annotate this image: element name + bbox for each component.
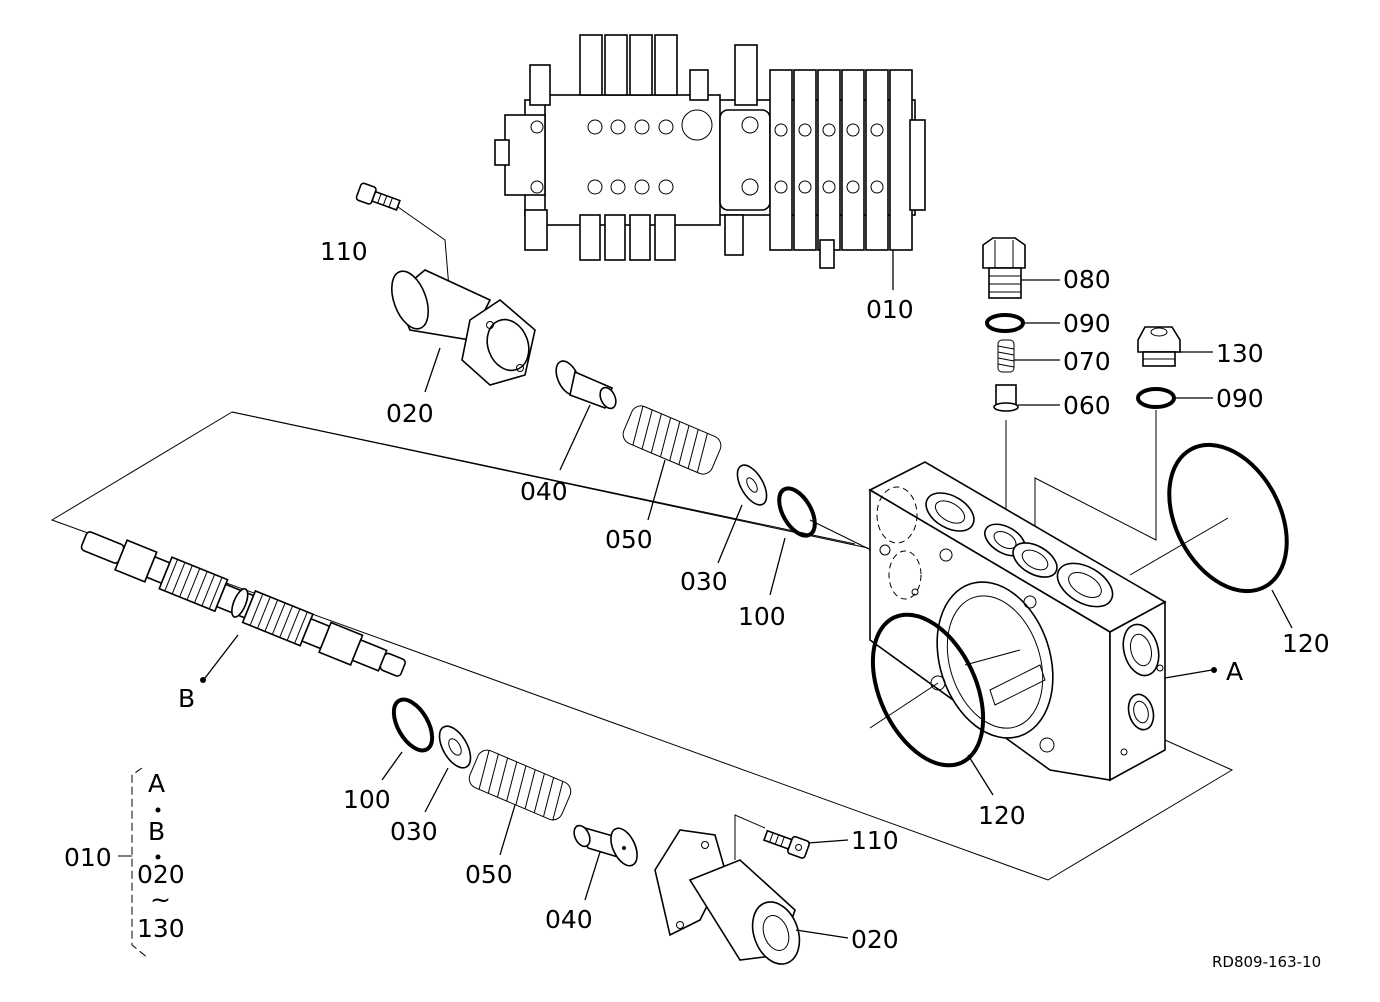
part-120-oring-front — [870, 612, 986, 768]
part-030-washer-top — [736, 464, 768, 506]
drawing-code: RD809-163-10 — [1212, 953, 1321, 971]
part-130-plug — [1137, 326, 1181, 367]
part-070-spring — [997, 339, 1015, 373]
part-020-cover-bottom — [654, 829, 801, 965]
label-100-top: 100 — [738, 602, 786, 631]
part-050-spring-bottom — [468, 749, 572, 821]
label-030-bottom: 030 — [390, 817, 438, 846]
legend-tilde: ~ — [150, 885, 171, 914]
label-080: 080 — [1063, 265, 1111, 294]
spool-assembly — [80, 531, 406, 677]
label-130: 130 — [1216, 339, 1264, 368]
label-100-bottom: 100 — [343, 785, 391, 814]
part-030-washer-bottom — [438, 725, 472, 769]
label-110-bottom: 110 — [851, 826, 899, 855]
part-080-plug — [982, 237, 1026, 299]
label-020-bottom: 020 — [851, 925, 899, 954]
assembly-legend: 010 A B 020 ~ 130 — [64, 767, 185, 959]
label-070: 070 — [1063, 347, 1111, 376]
label-020-top: 020 — [386, 399, 434, 428]
part-060-poppet — [993, 384, 1019, 412]
legend-line1: A — [148, 769, 165, 798]
part-090-oring-a — [985, 313, 1025, 333]
part-040-piston-top — [555, 360, 617, 410]
ref-b-dot — [200, 677, 206, 683]
part-120-oring-right — [1167, 442, 1289, 594]
part-050-spring-top — [622, 405, 722, 475]
part-100-oring-bottom — [391, 697, 435, 753]
label-120-right: 120 — [1282, 629, 1330, 658]
label-040-bottom: 040 — [545, 905, 593, 934]
label-090-a: 090 — [1063, 309, 1111, 338]
label-090-b: 090 — [1216, 384, 1264, 413]
legend-line3: 020 — [137, 860, 185, 889]
label-060: 060 — [1063, 391, 1111, 420]
part-110-screw-top — [355, 182, 401, 211]
ref-a-dot — [1211, 667, 1217, 673]
part-110-screw-bottom — [762, 829, 811, 859]
valve-body — [868, 461, 1167, 782]
part-040-piston-bottom — [573, 824, 638, 867]
ref-a-label: A — [1226, 657, 1243, 686]
control-valve-assembly — [494, 34, 926, 269]
label-050-top: 050 — [605, 525, 653, 554]
label-030-top: 030 — [680, 567, 728, 596]
legend-line2: B — [148, 817, 165, 846]
part-090-oring-b — [1136, 387, 1176, 409]
part-020-cover-top — [390, 269, 536, 386]
label-050-bottom: 050 — [465, 860, 513, 889]
legend-assembly: 010 — [64, 843, 112, 872]
legend-line4: 130 — [137, 914, 185, 943]
label-110-top: 110 — [320, 237, 368, 266]
label-120-front: 120 — [978, 801, 1026, 830]
ref-b-label: B — [178, 684, 195, 713]
label-010-top: 010 — [866, 295, 914, 324]
